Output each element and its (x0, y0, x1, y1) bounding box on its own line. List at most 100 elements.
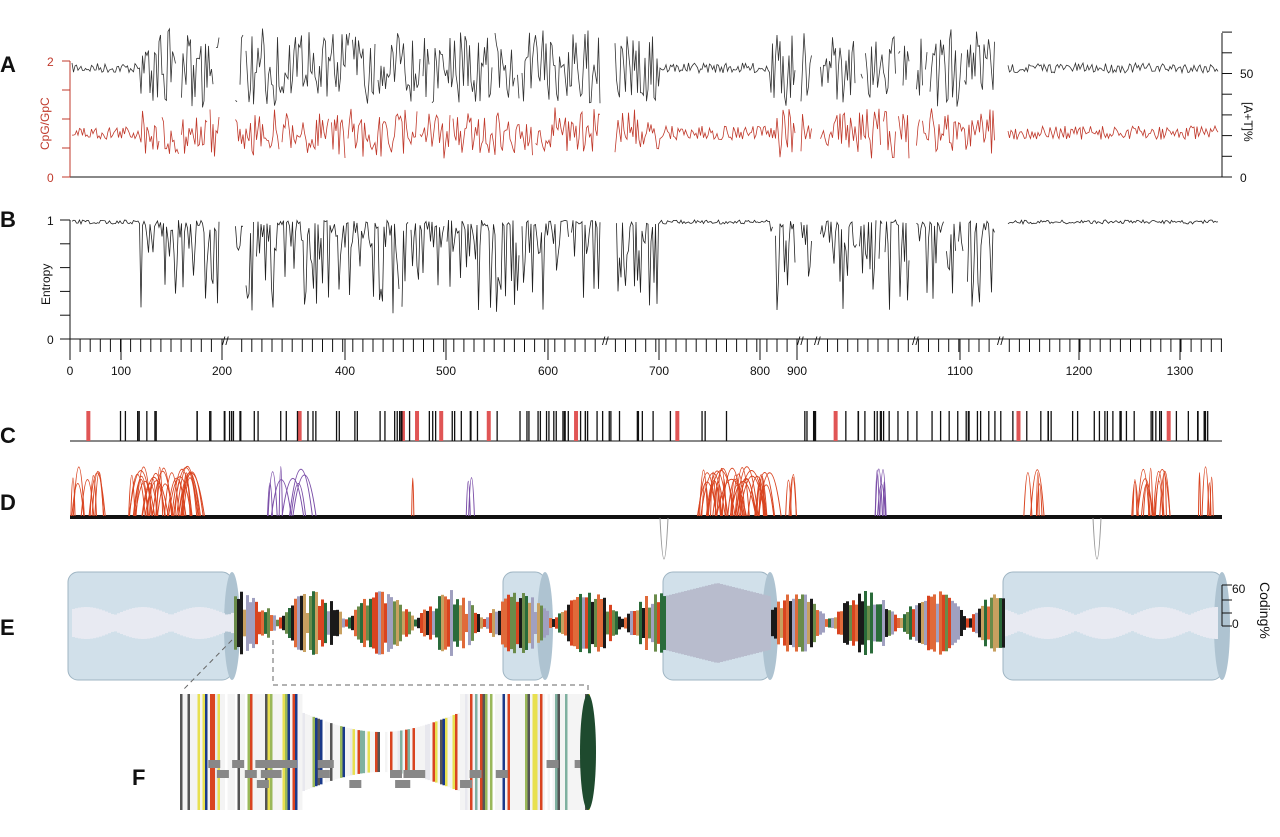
event-bar (338, 411, 340, 441)
tube-segment (1008, 610, 1011, 636)
interaction-arc (1036, 483, 1043, 517)
tube-segment (1116, 609, 1119, 637)
interaction-arc (128, 475, 136, 517)
tube-segment (1101, 607, 1104, 639)
inset-block (264, 760, 277, 768)
tube-segment (915, 605, 918, 641)
coding-axis-label: Coding% (1257, 582, 1273, 639)
tube-segment (732, 587, 735, 659)
tube-segment (1161, 607, 1164, 639)
event-bar (637, 411, 640, 441)
tube-segment (150, 607, 153, 639)
tube-segment (135, 607, 138, 639)
inset-stripe (487, 694, 490, 810)
inset-stripe (247, 694, 250, 810)
inset-stripe (547, 694, 550, 810)
interaction-arc (1154, 480, 1164, 517)
event-bar (1160, 411, 1163, 441)
tube-segment (180, 610, 183, 636)
event-bar (396, 411, 398, 441)
inset-stripe (387, 731, 390, 773)
tube-segment (357, 606, 360, 640)
event-bar (210, 411, 212, 441)
entropy-tick-0: 0 (47, 333, 54, 347)
tube-segment (1137, 612, 1140, 634)
inset-stripe (307, 714, 310, 790)
inset-stripe (357, 730, 360, 774)
inset-stripe (350, 728, 353, 776)
tube-segment (255, 601, 258, 645)
tube-segment (141, 607, 144, 639)
tube-segment (840, 611, 843, 635)
tube-segment (522, 593, 525, 653)
tube-segment (1062, 609, 1065, 637)
inset-stripe (260, 694, 263, 810)
tube-segment (117, 613, 120, 633)
inset-stripe (430, 723, 433, 781)
interaction-arc (879, 469, 887, 517)
tube-segment (489, 613, 492, 633)
tube-segment (1014, 613, 1017, 633)
event-bar (1012, 411, 1014, 441)
tube-segment (654, 594, 657, 652)
tube-segment (771, 609, 774, 637)
tube-segment (84, 607, 87, 639)
tube-segment (714, 583, 717, 663)
tube-segment (189, 607, 192, 639)
event-bar (579, 411, 582, 441)
event-bar (356, 411, 358, 441)
tube-segment (1017, 614, 1020, 632)
event-bar (280, 411, 282, 441)
tube-segment (396, 600, 399, 646)
tube-segment (1167, 607, 1170, 639)
interaction-arc (1132, 479, 1138, 517)
inset-stripe (570, 694, 573, 810)
event-bar (610, 411, 612, 441)
inset-stripe (375, 731, 378, 773)
tube-segment (306, 612, 309, 634)
inset-stripe (565, 694, 568, 810)
event-bar (965, 411, 967, 441)
tube-segment (552, 619, 555, 627)
tube-segment (1206, 608, 1209, 638)
x-tick-label: 0 (67, 364, 74, 378)
axis-break: // (797, 334, 804, 348)
tube-segment (138, 607, 141, 639)
interaction-arc (734, 467, 750, 517)
x-tick-label: 400 (335, 364, 355, 378)
inset-stripe (370, 731, 373, 773)
tube-segment (177, 611, 180, 635)
tube-segment (468, 600, 471, 646)
axis-break: // (222, 334, 229, 348)
event-bar (1040, 411, 1042, 441)
inset-stripe (507, 694, 510, 810)
event-bar (1119, 411, 1121, 441)
inset-block (260, 770, 273, 778)
tube-segment (447, 599, 450, 647)
tube-segment (441, 594, 444, 652)
tube-segment (1113, 608, 1116, 638)
event-bar (398, 411, 401, 441)
tube-segment (774, 607, 777, 639)
x-tick-label: 200 (212, 364, 232, 378)
tube-segment (927, 595, 930, 651)
event-bar (1104, 411, 1106, 441)
tube-segment (819, 611, 822, 635)
tube-segment (381, 591, 384, 655)
tube-segment (777, 601, 780, 645)
inset-stripe (380, 732, 383, 772)
tube-segment (360, 603, 363, 643)
event-bar (608, 411, 610, 441)
inset-stripe (385, 731, 388, 773)
inset-stripe (197, 694, 200, 810)
inset-stripe (535, 694, 538, 810)
tube-segment (1128, 613, 1131, 633)
inset-stripe (457, 712, 460, 792)
event-bar (1076, 411, 1079, 441)
inset-stripe (412, 728, 415, 776)
tube-segment (336, 609, 339, 637)
event-bar (476, 411, 479, 441)
inset-stripe (397, 730, 400, 774)
event-bar (931, 411, 933, 441)
event-bar (675, 411, 680, 441)
